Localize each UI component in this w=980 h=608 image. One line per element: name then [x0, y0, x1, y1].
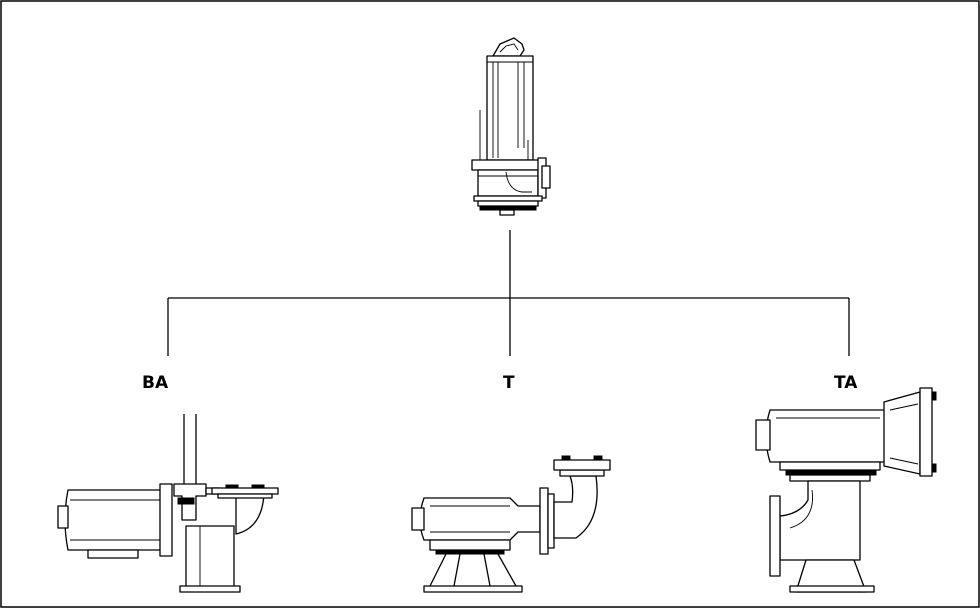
- ta-pump-drawing: [755, 387, 937, 593]
- ba-label: BA: [142, 373, 169, 393]
- ta-label: TA: [834, 373, 858, 393]
- t-label: T: [503, 373, 515, 393]
- connector-lines: [167, 230, 850, 356]
- t-pump-drawing: [411, 455, 611, 593]
- pump-motor-drawing: [471, 37, 551, 216]
- ba-pump-drawing: [57, 414, 279, 593]
